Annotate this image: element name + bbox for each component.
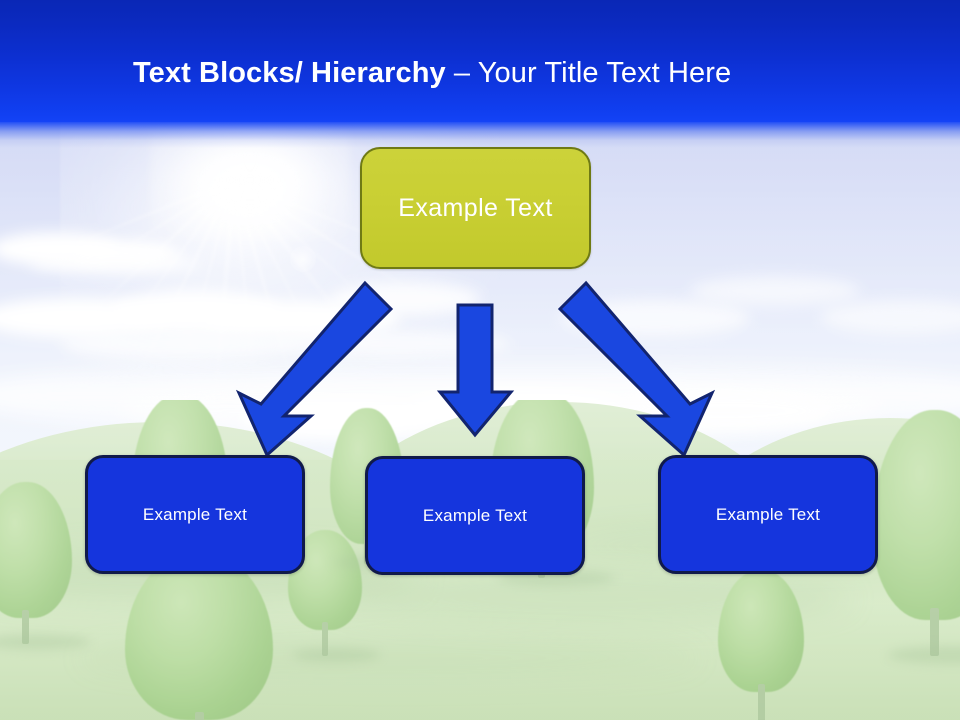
page-title-light: Your Title Text Here [477, 57, 732, 89]
hierarchy-child-label-1: Example Text [142, 504, 248, 524]
lens-flare-dot [290, 246, 316, 272]
hierarchy-root-box[interactable]: Example Text [360, 147, 591, 269]
page-title-separator: – [453, 57, 478, 89]
page-title: Text Blocks/ Hierarchy – Your Title Text… [133, 55, 731, 91]
page-title-bold: Text Blocks/ Hierarchy [133, 57, 454, 89]
hierarchy-child-box-3[interactable]: Example Text [658, 455, 878, 574]
hierarchy-child-box-1[interactable]: Example Text [85, 455, 305, 574]
title-banner-fade [0, 122, 960, 148]
hierarchy-child-box-2[interactable]: Example Text [365, 456, 585, 575]
title-banner [0, 0, 960, 122]
hierarchy-child-label-2: Example Text [422, 505, 528, 525]
hierarchy-child-label-3: Example Text [715, 504, 821, 524]
hierarchy-root-label: Example Text [398, 193, 553, 222]
